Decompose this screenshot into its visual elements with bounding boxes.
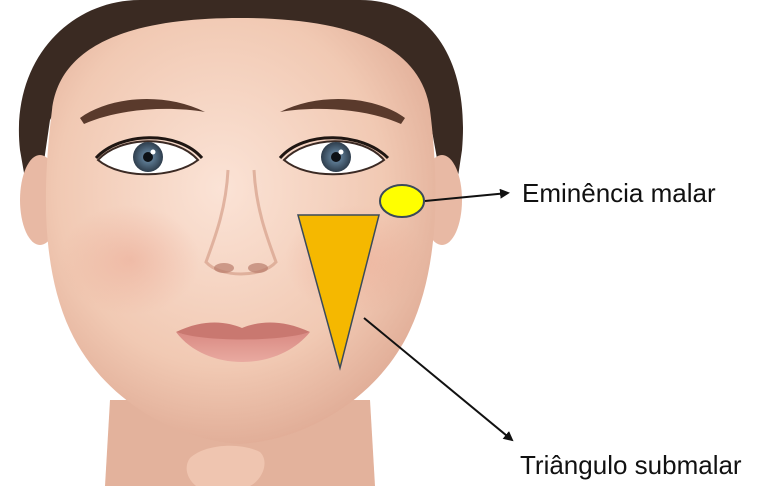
malar-eminence-marker [380,185,424,217]
malar-eminence-label: Eminência malar [522,180,716,206]
submalar-triangle-label: Triângulo submalar [520,452,742,478]
left-cheek-blush [60,205,200,315]
